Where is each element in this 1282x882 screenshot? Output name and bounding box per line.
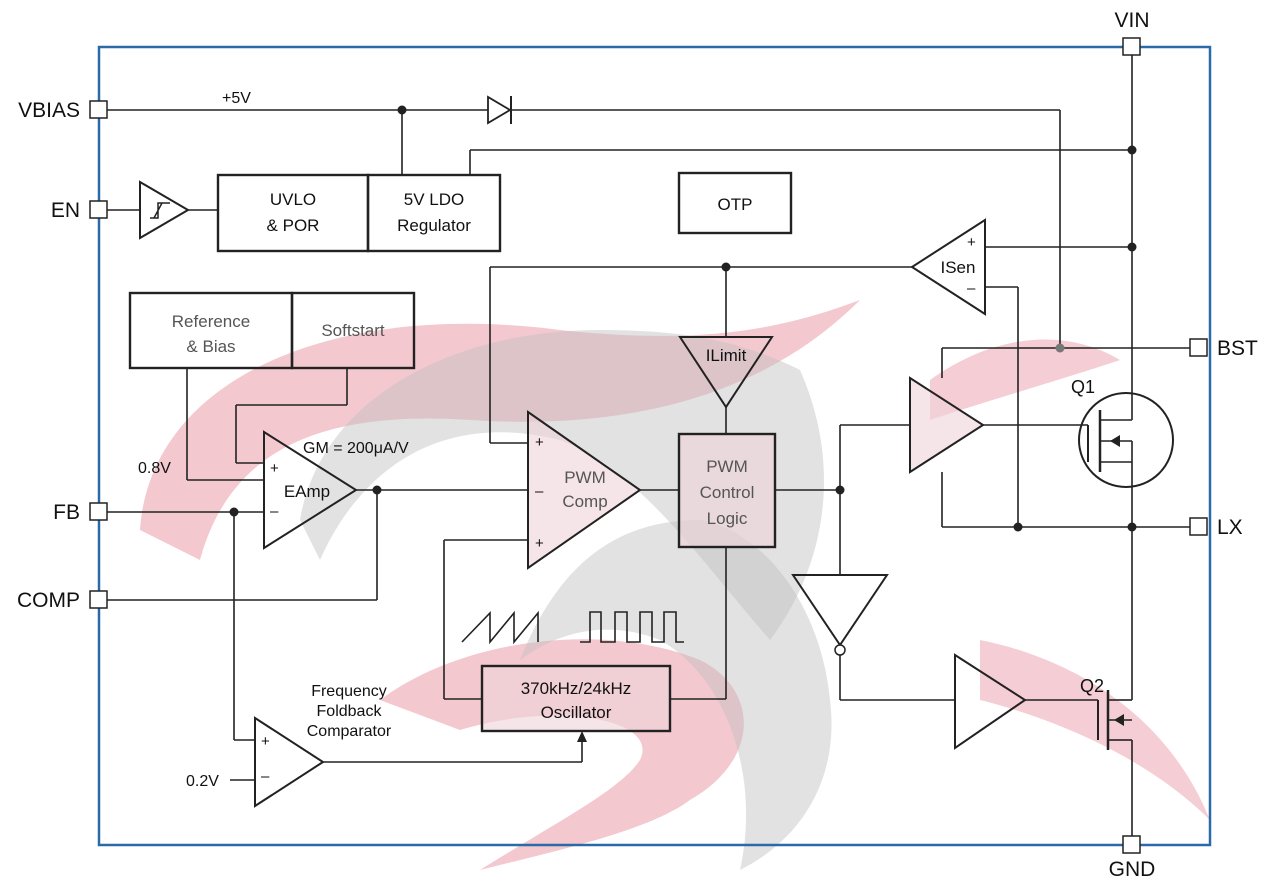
ref-0p8v-label: 0.8V: [138, 460, 171, 477]
svg-text:EN: EN: [51, 199, 80, 222]
svg-text:Foldback: Foldback: [317, 703, 383, 720]
pwm-comp-fill: [528, 412, 640, 568]
svg-text:Regulator: Regulator: [397, 216, 471, 235]
pin-vin: VIN: [1114, 9, 1150, 56]
en-schmitt-buffer: [139, 180, 190, 240]
square-waveform: [580, 611, 684, 643]
ref-0p2v-label: 0.2V: [186, 773, 219, 790]
svg-text:FB: FB: [53, 501, 80, 524]
uvlo-por-block: UVLO & POR: [216, 173, 370, 253]
inverter: [791, 574, 889, 656]
svg-text:5V LDO: 5V LDO: [404, 190, 464, 209]
svg-text:PWM: PWM: [564, 468, 606, 487]
q1-label: Q1: [1071, 377, 1095, 397]
svg-text:Control: Control: [700, 483, 755, 502]
svg-text:Reference: Reference: [172, 312, 250, 331]
svg-text:LX: LX: [1217, 516, 1243, 539]
svg-text:Comp: Comp: [562, 492, 607, 511]
frequency-foldback-comparator: + – Frequency Foldback Comparator: [254, 683, 392, 808]
svg-text:Oscillator: Oscillator: [541, 703, 612, 722]
q2-mosfet-symbol: [1097, 690, 1132, 750]
pwm-comparator: PWM Comp + – +: [527, 410, 642, 570]
q1-mosfet-symbol: [1078, 392, 1174, 488]
svg-text:Softstart: Softstart: [321, 321, 385, 340]
svg-text:Logic: Logic: [707, 509, 748, 528]
svg-text:–: –: [270, 503, 279, 520]
eamp-amplifier: EAmp + –: [263, 430, 358, 550]
svg-text:ISen: ISen: [941, 258, 976, 277]
svg-text:COMP: COMP: [17, 589, 80, 612]
svg-text:UVLO: UVLO: [270, 190, 316, 209]
svg-text:& POR: & POR: [267, 216, 320, 235]
svg-text:& Bias: & Bias: [186, 337, 235, 356]
pin-gnd: GND: [1109, 835, 1156, 881]
hs-driver-fill: [910, 378, 983, 472]
svg-text:+: +: [261, 733, 270, 750]
svg-text:VBIAS: VBIAS: [18, 99, 80, 122]
svg-text:+: +: [270, 460, 279, 477]
pin-en: EN: [51, 199, 108, 222]
pin-fb: FB: [53, 501, 108, 524]
svg-text:PWM: PWM: [706, 457, 748, 476]
q2-label: Q2: [1080, 676, 1104, 696]
softstart-block: Softstart: [290, 291, 416, 370]
isen-amplifier: ISen + –: [910, 218, 986, 316]
oscillator-fill: [482, 666, 670, 731]
diode-symbol: [487, 95, 512, 125]
svg-text:Frequency: Frequency: [311, 683, 387, 700]
svg-text:+: +: [535, 535, 544, 552]
pin-vbias: VBIAS: [18, 99, 108, 122]
svg-text:+: +: [967, 234, 976, 251]
pin-bst: BST: [1189, 337, 1258, 360]
svg-text:BST: BST: [1217, 337, 1258, 360]
high-side-driver: [909, 376, 985, 474]
pin-lx: LX: [1189, 516, 1243, 539]
svg-text:–: –: [967, 280, 976, 297]
watermark: [140, 300, 1210, 870]
oscillator-block: 370kHz/24kHz Oscillator: [480, 664, 672, 733]
svg-text:OTP: OTP: [718, 195, 753, 214]
reference-bias-block: Reference & Bias: [128, 291, 294, 370]
svg-text:–: –: [535, 483, 544, 500]
svg-text:Comparator: Comparator: [307, 723, 392, 740]
ilimit-amplifier: ILimit: [678, 336, 774, 409]
pin-comp: COMP: [17, 589, 108, 612]
chip-border: [97, 45, 1212, 847]
svg-text:EAmp: EAmp: [284, 482, 330, 501]
wiring: [106, 54, 1190, 838]
svg-text:–: –: [261, 768, 270, 785]
sawtooth-waveform: [461, 610, 539, 645]
gm-label: GM = 200μA/V: [303, 440, 409, 457]
pwm-logic-fill: [679, 434, 775, 547]
pwm-control-logic-block: PWM Control Logic: [677, 432, 777, 549]
svg-text:370kHz/24kHz: 370kHz/24kHz: [521, 679, 632, 698]
otp-block: OTP: [677, 171, 793, 235]
plus5v-label: +5V: [222, 90, 251, 107]
svg-text:+: +: [535, 434, 544, 451]
svg-text:ILimit: ILimit: [706, 346, 747, 365]
junction-dots: [229, 105, 1137, 532]
ldo-regulator-block: 5V LDO Regulator: [366, 173, 502, 253]
svg-text:VIN: VIN: [1114, 9, 1149, 32]
svg-text:GND: GND: [1109, 858, 1156, 881]
low-side-driver: [954, 653, 1027, 750]
